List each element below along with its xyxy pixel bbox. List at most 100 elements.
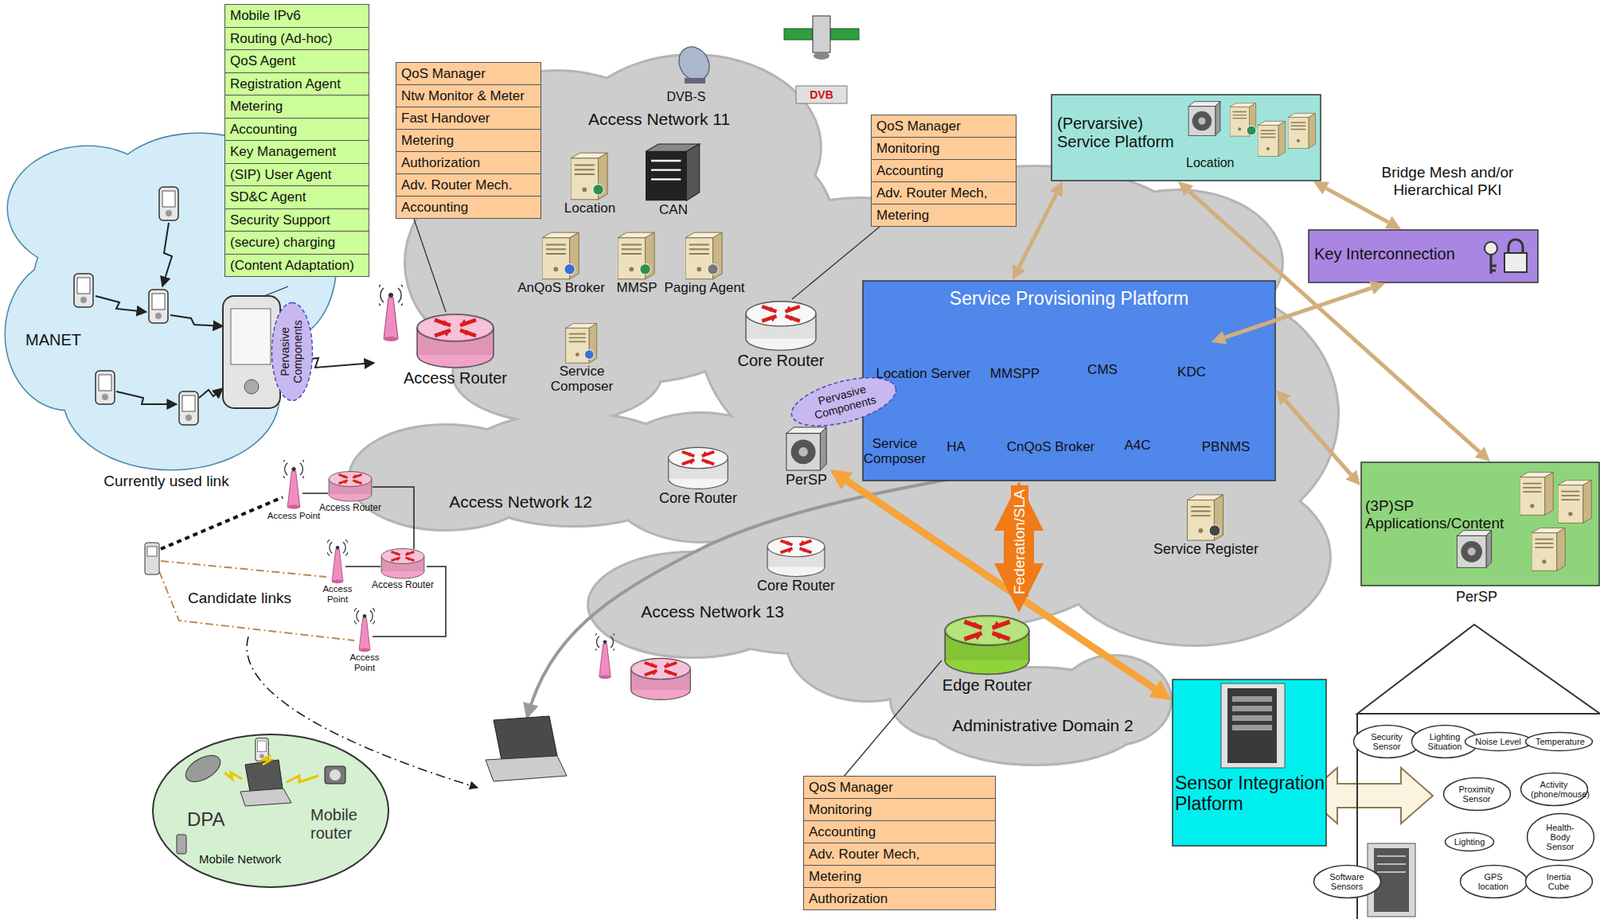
- box-shape: [1232, 706, 1273, 712]
- device-symbol: [593, 184, 604, 196]
- ellipse-shape: [1313, 866, 1381, 899]
- wireless-link: [162, 222, 172, 287]
- network-cloud: [350, 55, 1338, 765]
- satellite: [796, 85, 847, 104]
- list-item: (Content Adaptation): [224, 253, 370, 278]
- ellipse-shape: [1525, 866, 1593, 899]
- ellipse-shape: [786, 368, 902, 436]
- list-item: Security Support: [224, 208, 370, 233]
- leader-line: [413, 218, 446, 313]
- list-item: Adv. Router Mech.: [395, 173, 542, 197]
- mobile-node: [179, 391, 199, 426]
- satellite-dish: [684, 78, 706, 84]
- sensor-ellipse: Proximity Sensor: [1442, 776, 1512, 812]
- box-shape: [1557, 480, 1592, 524]
- box-shape: [1508, 239, 1523, 254]
- box-label: DPA: [187, 808, 226, 832]
- access-router-icon: [631, 658, 691, 700]
- ellipse-shape: [1445, 833, 1495, 852]
- device-caption: CnQoS Broker: [1006, 439, 1096, 455]
- list-item: Accounting: [224, 117, 370, 142]
- list-item: QoS Agent: [224, 49, 370, 74]
- platform-box: Sensor Integration Platform: [1171, 679, 1327, 847]
- device-caption: KDC: [1177, 364, 1206, 380]
- device-symbol: [943, 612, 1031, 677]
- box-shape: [862, 280, 1276, 481]
- access-point-icon: Access Point: [266, 453, 321, 522]
- ellipse-label: Inertia Cube: [1535, 872, 1582, 893]
- area-label: DVB: [809, 88, 835, 102]
- device-symbol: [617, 230, 656, 281]
- device-caption: CAN: [659, 202, 688, 218]
- house-outline: [1357, 624, 1600, 919]
- device-caption: HA: [946, 439, 966, 455]
- list-item: Authorization: [803, 887, 996, 911]
- ellipse-label: Noise Level: [1475, 737, 1521, 747]
- list-item: Metering: [870, 203, 1017, 227]
- component-ellipse: Pervasive Components: [270, 301, 314, 402]
- box-label: Mobile router: [310, 806, 375, 843]
- ellipse-shape: [1464, 733, 1532, 752]
- device-symbol: [327, 539, 348, 584]
- list-item: (secure) charging: [224, 230, 370, 255]
- device-symbol: [767, 536, 825, 577]
- arrow-connector: [1225, 288, 1372, 338]
- satellite: [784, 28, 813, 40]
- pda-device: [230, 308, 271, 365]
- sensor-ellipse: Software Sensors: [1312, 864, 1382, 900]
- mobile-phone: [144, 542, 160, 575]
- server-tower: [1377, 856, 1406, 873]
- device-symbol: [666, 445, 730, 491]
- device-symbol: [381, 549, 425, 580]
- network-cloud: [350, 55, 1338, 765]
- box-shape: [1171, 679, 1327, 847]
- access-link: [345, 565, 381, 568]
- device-symbol: [640, 264, 651, 275]
- antenna: [375, 284, 406, 342]
- sensor-ellipse: GPS location: [1459, 864, 1529, 900]
- ellipse-label: Temperature: [1535, 737, 1582, 747]
- ellipse-label: Activity (phone/mouse): [1530, 780, 1577, 800]
- device-caption: Access Router: [371, 580, 434, 591]
- mobile-node: [74, 273, 94, 308]
- device-symbol: [415, 312, 496, 370]
- ellipse-shape: [1353, 725, 1421, 759]
- device-symbol: [707, 264, 719, 275]
- wireless-link: [116, 391, 177, 405]
- box-shape: [1246, 125, 1257, 136]
- box-shape: [1257, 120, 1286, 157]
- ellipse-label: Pervasive Components: [279, 316, 305, 388]
- box-label: (Pervarsive) Service Platform: [1057, 114, 1185, 152]
- box-shape: [1504, 253, 1527, 273]
- device-caption: Service Composer: [538, 363, 626, 395]
- ellipse-label: Software Sensors: [1323, 872, 1370, 893]
- server-icon: AnQoS Broker: [517, 230, 606, 296]
- device-symbol: [565, 323, 598, 364]
- access-link: [372, 487, 414, 550]
- list-item: Metering: [224, 94, 370, 119]
- device-caption: Access Router: [319, 503, 382, 514]
- list-item: QoS Manager: [803, 776, 996, 800]
- box-label: Key Interconnection: [1314, 245, 1456, 264]
- area-label: DVB-S: [667, 89, 707, 105]
- box-shape: [224, 772, 242, 780]
- satellite: [784, 15, 859, 104]
- sensor-ellipse: Inertia Cube: [1524, 864, 1594, 900]
- device-caption: Access Point: [347, 652, 383, 674]
- device-symbol: [328, 472, 372, 503]
- list-item: Accounting: [395, 195, 542, 219]
- list-item: Ntw Monitor & Meter: [395, 84, 542, 108]
- ellipse-shape: [1459, 866, 1527, 899]
- box-shape: [1227, 688, 1277, 764]
- area-label: Administrative Domain 2: [952, 716, 1135, 736]
- device-symbol: [783, 425, 830, 473]
- sensor-ellipse: Health-Body Sensor: [1525, 812, 1596, 863]
- access-link: [302, 492, 328, 495]
- wireless-link: [199, 388, 223, 399]
- device-caption: PBNMS: [1201, 439, 1250, 455]
- platform-box: (Pervarsive) Service PlatformLocation: [1050, 93, 1322, 182]
- area-label: Bridge Mesh and/or Hierarchical PKI: [1355, 163, 1540, 200]
- list-item: QoS Manager: [870, 114, 1017, 138]
- device-symbol: [765, 534, 827, 578]
- area-label: Currently used link: [103, 472, 231, 491]
